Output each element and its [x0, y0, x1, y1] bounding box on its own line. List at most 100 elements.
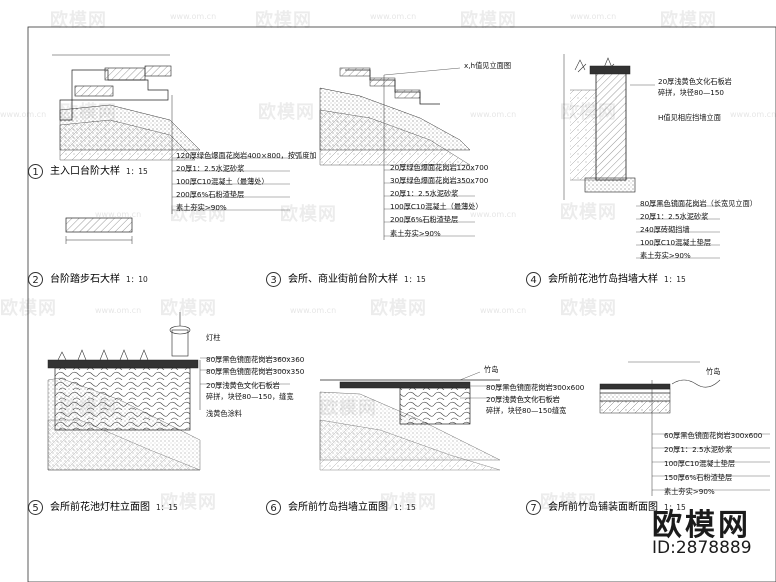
note: 100厚C10混凝土垫层 — [640, 238, 712, 247]
detail-scale: 1：15 — [664, 275, 686, 284]
note: 20厚1：2.5水泥砂浆 — [176, 164, 245, 173]
detail-title-text: 会所前竹岛铺装面断面图 — [548, 502, 658, 513]
watermark-url: www.om.cn — [95, 500, 142, 509]
detail-3-drawing — [319, 67, 471, 240]
note: 120厚绿色爆面花岗岩400×800，按弧度加 — [176, 151, 317, 160]
detail-title: 会所前竹岛铺装面断面图 1：15 — [548, 502, 686, 514]
top-note: 碎拼，块径80—150 — [658, 88, 724, 97]
note: 20厚1：2.5水泥砂浆 — [664, 445, 733, 454]
watermark-logo: 欧模网 — [160, 492, 217, 513]
note: 100厚C10混凝土垫层 — [664, 459, 736, 468]
watermark-logo: 欧模网 — [540, 492, 597, 513]
detail-number: 5 — [28, 500, 43, 515]
detail-1-drawing — [52, 54, 201, 214]
detail-number: 2 — [28, 272, 43, 287]
top-note: H值见相应挡墙立面 — [658, 113, 721, 122]
watermark-url: www.om.cn — [730, 110, 776, 119]
detail-title: 会所前花池竹岛挡墙大样 1：15 — [548, 274, 686, 286]
watermark-logo: 欧模网 — [258, 102, 315, 123]
detail-title: 会所前花池灯柱立面图 1：15 — [50, 502, 178, 514]
watermark-url: www.om.cn — [480, 306, 527, 315]
watermark-url: www.om.cn — [170, 12, 217, 21]
detail-7-drawing — [599, 361, 721, 496]
detail-scale: 1：15 — [404, 275, 426, 284]
watermark-logo: 欧模网 — [560, 102, 617, 123]
watermark-url: www.om.cn — [370, 12, 417, 21]
note: 素土夯实>90% — [640, 251, 691, 260]
watermark-logo: 欧模网 — [560, 298, 617, 319]
detail-title-text: 主入口台阶大样 — [50, 166, 120, 177]
note: 浅黄色涂料 — [206, 409, 242, 418]
watermark-logo: 欧模网 — [380, 492, 437, 513]
top-note: 竹岛 — [484, 365, 499, 374]
watermark-logo: 欧模网 — [60, 398, 117, 419]
detail-4-drawing — [563, 54, 655, 200]
detail-title-text: 会所前花池灯柱立面图 — [50, 502, 150, 513]
note: 20厚浅黄色文化石板岩 — [486, 395, 560, 404]
detail-scale: 1：10 — [126, 275, 148, 284]
detail-title: 会所前竹岛挡墙立面图 1：15 — [288, 502, 416, 514]
watermark-logo: 欧模网 — [660, 10, 717, 31]
detail-5-drawing — [47, 312, 201, 471]
detail-scale: 1：15 — [156, 503, 178, 512]
watermark-url: www.om.cn — [570, 12, 617, 21]
detail-6-drawing — [319, 371, 501, 471]
watermark-url: www.om.cn — [470, 110, 517, 119]
watermark-logo: 欧模网 — [50, 10, 107, 31]
detail-scale: 1：15 — [664, 503, 686, 512]
note: 200厚6%石粉渣垫层 — [176, 190, 245, 199]
watermark-url: www.om.cn — [95, 306, 142, 315]
detail-2-drawing — [65, 217, 133, 244]
detail-title-text: 台阶踏步石大样 — [50, 274, 120, 285]
note: 碎拼，块径80—150，缝宽 — [206, 392, 294, 401]
note: 素土夯实>90% — [176, 203, 227, 212]
detail-number: 1 — [28, 164, 43, 179]
note: 80厚黑色镜面花岗岩（长宽见立面） — [640, 199, 757, 208]
top-note: 竹岛 — [706, 367, 721, 376]
watermark-logo: 欧模网 — [255, 10, 312, 31]
watermark-url: www.om.cn — [95, 210, 142, 219]
note: 240厚砖砌挡墙 — [640, 225, 690, 234]
note: 60厚黑色镜面花岗岩300x600 — [664, 431, 763, 440]
detail-number: 3 — [266, 272, 281, 287]
detail-number: 6 — [266, 500, 281, 515]
note: 碎拼，块径80—150缝宽 — [486, 406, 567, 415]
note: 素土夯实>90% — [390, 229, 441, 238]
note: 20厚绿色爆面花岗岩120x700 — [390, 163, 489, 172]
watermark-logo: 欧模网 — [320, 398, 377, 419]
watermark-logo: 欧模网 — [60, 102, 117, 123]
top-note: 20厚浅黄色文化石板岩 — [658, 77, 732, 86]
watermark-logo: 欧模网 — [560, 202, 617, 223]
detail-scale: 1：15 — [126, 167, 148, 176]
detail-title: 会所、商业街前台阶大样 1：15 — [288, 274, 426, 286]
note: 80厚黑色镜面花岗岩300x600 — [486, 383, 585, 392]
note: 80厚黑色镜面花岗岩300x350 — [206, 367, 305, 376]
note: 200厚6%石粉渣垫层 — [390, 215, 459, 224]
detail-scale: 1：15 — [394, 503, 416, 512]
watermark-logo: 欧模网 — [170, 204, 227, 225]
note: 素土夯实>90% — [664, 487, 715, 496]
detail-title: 主入口台阶大样 1：15 — [50, 166, 148, 178]
note: 20厚浅黄色文化石板岩 — [206, 381, 280, 390]
note: 150厚6%石粉渣垫层 — [664, 473, 733, 482]
watermark-logo: 欧模网 — [160, 298, 217, 319]
detail-title-text: 会所前竹岛挡墙立面图 — [288, 502, 388, 513]
note: 80厚黑色镜面花岗岩360x360 — [206, 355, 305, 364]
detail-title-text: 会所前花池竹岛挡墙大样 — [548, 274, 658, 285]
brand-id: ID:2878889 — [652, 538, 752, 558]
note: 100厚C10混凝土（最薄处） — [176, 177, 269, 186]
leader-lines — [172, 157, 770, 491]
detail-title-text: 会所、商业街前台阶大样 — [288, 274, 398, 285]
watermark-url: www.om.cn — [290, 306, 337, 315]
note: 30厚绿色爆面花岗岩350x700 — [390, 176, 489, 185]
watermark-logo: 欧模网 — [460, 10, 517, 31]
top-note: 灯柱 — [206, 333, 221, 342]
note: 20厚1：2.5水泥砂浆 — [390, 189, 459, 198]
detail-title: 台阶踏步石大样 1：10 — [50, 274, 148, 286]
watermark-logo: 欧模网 — [370, 298, 427, 319]
detail-number: 4 — [526, 272, 541, 287]
note: 100厚C10混凝土（最薄处） — [390, 202, 483, 211]
watermark-logo: 欧模网 — [280, 204, 337, 225]
top-note: x,h值见立面图 — [464, 61, 512, 70]
